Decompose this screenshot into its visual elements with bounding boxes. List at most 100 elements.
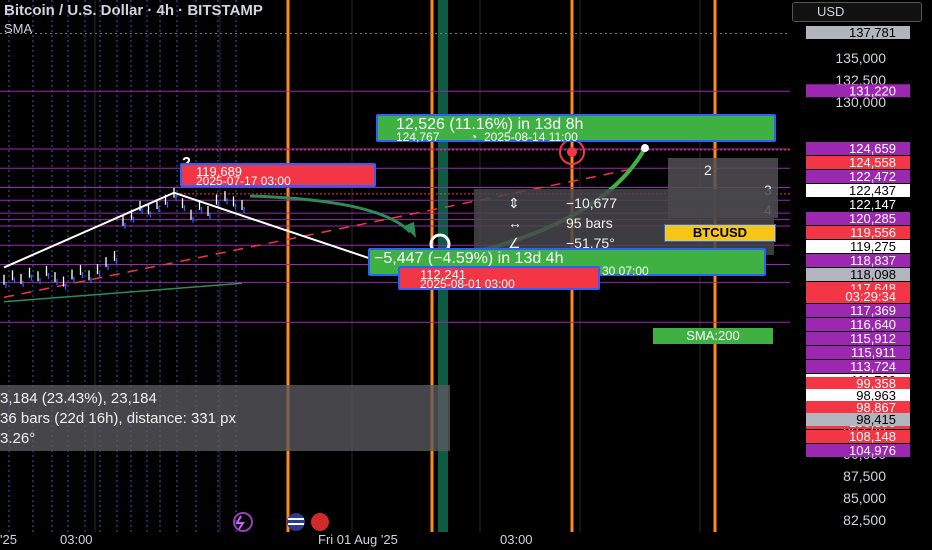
bottom-icon-flag[interactable] — [280, 512, 336, 532]
price-label-9: 119,275 — [850, 239, 896, 254]
price-label-26: 98,963 — [856, 388, 896, 403]
forecast-target-dot — [641, 144, 649, 153]
price-label-4: 122,472 — [849, 169, 896, 184]
low-price: 112,241 — [420, 267, 467, 282]
green-arrow-down — [249, 194, 412, 234]
price-label-bg-16 — [806, 332, 910, 346]
price-label-bg-10 — [806, 254, 910, 268]
currency-label: USD — [817, 4, 845, 19]
high-time: 2025-07-17 03:00 — [196, 174, 291, 188]
sma-tag: SMA:200 — [653, 328, 773, 344]
price-label-27: 98,867 — [856, 400, 896, 415]
down-move-time: 30 07:00 — [602, 264, 649, 278]
sma200-line — [3, 282, 243, 303]
price-label-bg-25 — [806, 377, 910, 390]
stats-line-2: 36 bars (22d 16h), distance: 331 px — [0, 410, 236, 427]
price-label-6: 122,147 — [849, 197, 896, 212]
bottom-icon-lightning[interactable] — [213, 512, 267, 532]
up-move-box[interactable]: 12,526 (11.16%) in 13d 8h 124,767 ◔ 2025… — [376, 114, 776, 144]
price-label-bg-17 — [806, 346, 910, 360]
measure-r1: 2 — [704, 162, 712, 178]
up-target-time: 2025-08-14 11:00 — [484, 130, 578, 144]
high-price: 119,689 — [196, 164, 243, 179]
price-tick-5: 87,500 — [843, 468, 886, 484]
price-label-bg-13 — [806, 290, 910, 304]
price-tick-2: 130,000 — [835, 94, 886, 110]
price-tick-0: 135,000 — [835, 50, 886, 66]
price-label-24: 104,976 — [849, 443, 896, 458]
price-label-13: 03:29:34 — [845, 289, 896, 304]
green-arrow-down-head — [404, 222, 416, 238]
price-label-23: 108,148 — [849, 429, 896, 444]
indicator-label[interactable]: SMA — [4, 21, 33, 36]
stats-line-3: 3.26° — [0, 430, 36, 447]
time-label-year: '25 — [0, 532, 17, 547]
price-label-5: 122,437 — [849, 183, 896, 198]
measure-bars: 95 bars — [566, 215, 613, 231]
price-label-bg-7 — [806, 212, 910, 226]
stats-line-1: 3,184 (23.43%), 23,184 — [0, 390, 157, 407]
price-label-bg-8 — [806, 226, 910, 240]
price-tick-1: 132,500 — [835, 72, 886, 88]
price-label-11: 118,098 — [850, 267, 896, 282]
price-label-bg-18 — [806, 360, 910, 374]
trend-down-line — [173, 191, 370, 260]
measure-change: −10,677 — [566, 195, 617, 211]
price-label-bg-6 — [806, 198, 910, 212]
price-label-bg-27 — [806, 401, 910, 414]
clock-icon: ◔ — [470, 130, 478, 144]
price-tick-7: 82,500 — [843, 512, 886, 528]
time-axis[interactable]: '25 03:00 Fri 01 Aug '25 03:00 — [0, 532, 932, 550]
down-move-label: −5,447 (−4.59%) in 13d 4h — [374, 250, 564, 267]
price-label-2: 124,659 — [849, 141, 896, 156]
high-label-box[interactable]: 119,689 2025-07-17 03:00 — [180, 163, 376, 188]
currency-button[interactable]: USD — [792, 2, 922, 22]
measure-panel: ⇕ −10,677 ↔ 95 bars ∠ −51.75° — [474, 189, 774, 255]
price-label-bg-3 — [806, 156, 910, 170]
measure-angle: −51.75° — [566, 235, 615, 251]
up-target-price: 124,767 — [396, 130, 440, 144]
price-label-bg-4 — [806, 170, 910, 184]
low-time: 2025-08-01 03:00 — [420, 277, 515, 291]
time-label-1: 03:00 — [60, 532, 93, 547]
price-label-bg-9 — [806, 240, 910, 254]
price-label-16: 115,912 — [850, 331, 896, 346]
price-label-8: 119,556 — [850, 225, 896, 240]
measure-stats-box: 3,184 (23.43%), 23,184 36 bars (22d 16h)… — [0, 385, 450, 451]
up-move-label: 12,526 (11.16%) in 13d 8h — [396, 116, 584, 133]
price-label-0: 137,781 — [849, 25, 896, 40]
price-label-25: 99,358 — [856, 376, 896, 391]
price-label-bg-2 — [806, 142, 910, 156]
price-label-bg-23 — [806, 430, 910, 444]
price-label-7: 120,285 — [849, 211, 896, 226]
low-label-box[interactable]: 112,241 2025-08-01 03:00 — [398, 266, 600, 291]
symbol-tag: BTCUSD — [664, 224, 776, 242]
price-label-bg-5 — [806, 184, 910, 198]
price-label-bg-28 — [806, 413, 910, 426]
price-label-10: 118,837 — [850, 253, 896, 268]
price-label-bg-26 — [806, 389, 910, 402]
price-label-15: 116,640 — [850, 317, 896, 332]
price-label-14: 117,369 — [850, 303, 896, 318]
price-label-bg-11 — [806, 268, 910, 282]
target-ring-inner — [567, 147, 577, 157]
price-label-1: 131,220 — [849, 83, 896, 98]
time-label-2: 03:00 — [500, 532, 533, 547]
price-label-bg-24 — [806, 444, 910, 458]
price-label-18: 113,724 — [850, 359, 896, 374]
price-label-bg-1 — [806, 84, 910, 98]
measure-bars-icon: ↔ — [508, 215, 522, 231]
price-label-28: 98,415 — [856, 412, 896, 427]
chart-title: Bitcoin / U.S. Dollar · 4h · BITSTAMP — [4, 2, 263, 19]
trend-up-line — [3, 191, 175, 269]
price-label-bg-0 — [806, 26, 910, 39]
measure-angle-icon: ∠ — [508, 235, 521, 251]
time-label-date: Fri 01 Aug '25 — [318, 532, 398, 550]
price-label-3: 124,558 — [849, 155, 896, 170]
price-tick-6: 85,000 — [843, 490, 886, 506]
measure-price-icon: ⇕ — [508, 195, 520, 211]
price-label-bg-15 — [806, 318, 910, 332]
price-label-bg-14 — [806, 304, 910, 318]
price-label-17: 115,911 — [851, 345, 896, 360]
